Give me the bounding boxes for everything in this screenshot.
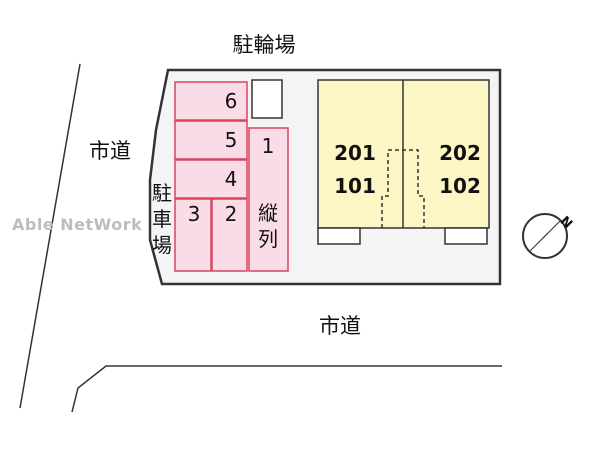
parking-label-char-1: 駐 <box>152 181 172 205</box>
tandem-label-char-2: 列 <box>258 227 278 251</box>
parking-area <box>174 81 289 272</box>
stair-outline <box>381 149 425 228</box>
tandem-label-char-1: 縦 <box>258 201 278 225</box>
parking-label-char-2: 車 <box>152 207 172 231</box>
watermark: Able NetWork <box>12 215 142 234</box>
parking-number-3: 3 <box>188 202 201 226</box>
unit-202: 202 <box>439 141 481 165</box>
parking-space-5 <box>174 120 248 160</box>
road-left-edge <box>19 63 81 409</box>
compass-needle-south <box>529 232 549 252</box>
unit-102: 102 <box>439 174 481 198</box>
parking-number-2: 2 <box>225 202 238 226</box>
balcony-left <box>317 227 361 245</box>
parking-space-3 <box>174 198 212 272</box>
road-label-left: 市道 <box>89 139 131 163</box>
parking-label-char-3: 場 <box>152 233 172 257</box>
parking-number-5: 5 <box>225 128 238 152</box>
parking-number-1: 1 <box>262 134 275 158</box>
compass: N <box>522 213 575 259</box>
unit-101: 101 <box>334 174 376 198</box>
bicycle-parking-box <box>251 79 283 119</box>
parking-number-6: 6 <box>225 89 238 113</box>
building <box>317 79 490 245</box>
balcony-right <box>444 227 488 245</box>
road-label-bottom: 市道 <box>319 314 361 338</box>
parking-space-4 <box>174 159 248 199</box>
parking-number-4: 4 <box>225 167 238 191</box>
parking-space-2 <box>211 198 248 272</box>
parking-space-6 <box>174 81 248 121</box>
road-bottom-edge <box>71 365 502 413</box>
parking-space-1 <box>248 127 289 272</box>
bicycle-parking-label: 駐輪場 <box>233 33 296 57</box>
unit-201: 201 <box>334 141 376 165</box>
